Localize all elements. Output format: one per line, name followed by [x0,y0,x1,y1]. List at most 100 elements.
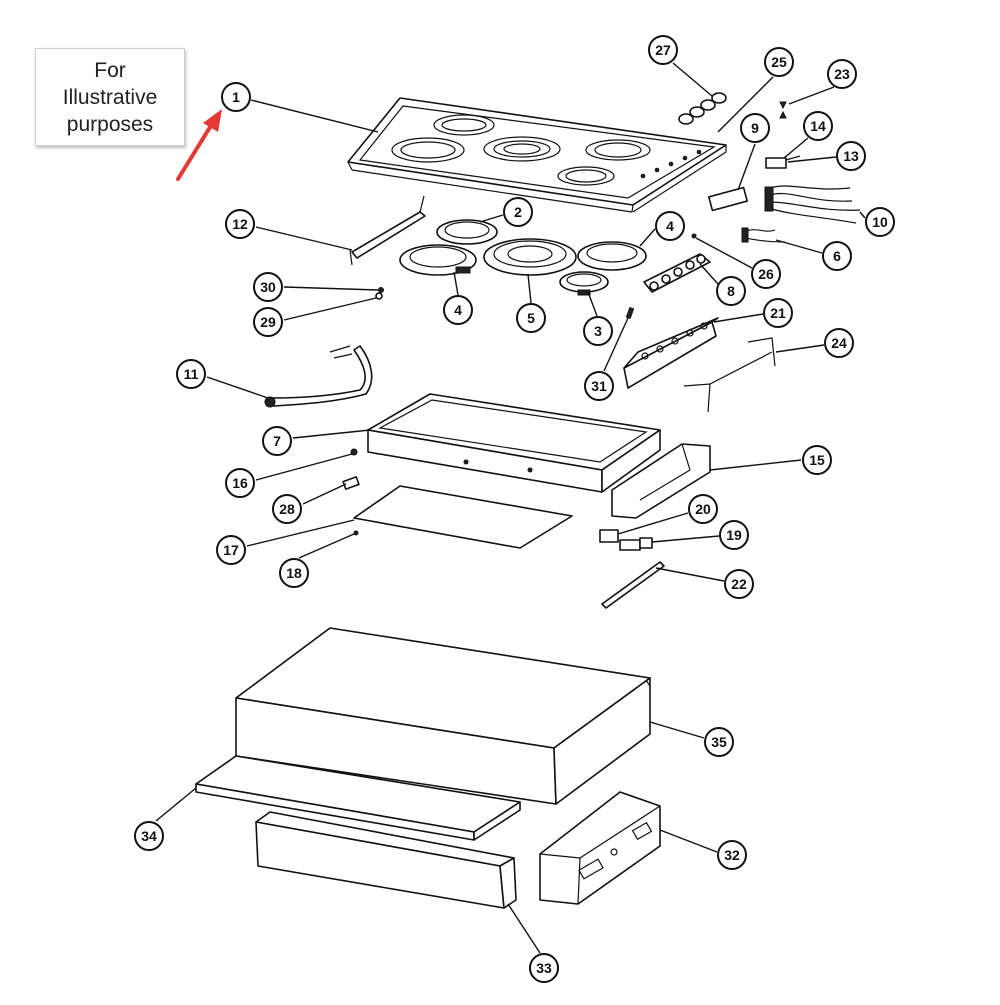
callout-number: 24 [831,335,847,351]
callout-11: 11 [176,359,206,389]
callout-29: 29 [253,307,283,337]
callout-33: 33 [529,953,559,983]
callout-circle [716,276,746,306]
callout-23: 23 [827,59,857,89]
front-trim [255,811,517,909]
cooktop-glass-top [347,97,727,213]
base-plate [195,755,521,841]
callout-circle [584,371,614,401]
callout-32: 32 [717,840,747,870]
callout-number: 5 [527,310,535,326]
callout-circle [225,468,255,498]
callout-circle [740,113,770,143]
small-electrical-parts [691,101,861,243]
callout-number: 3 [594,323,602,339]
callout-35: 35 [704,727,734,757]
callout-circle [443,295,473,325]
callout-circle [216,535,246,565]
callout-circle [516,303,546,333]
callout-number: 33 [536,960,552,976]
callout-circle [802,445,832,475]
note-line-3: purposes [66,112,154,136]
callout-number: 8 [727,283,735,299]
callout-circle [279,558,309,588]
callout-16: 16 [225,468,255,498]
callout-number: 22 [731,576,747,592]
callout-circle [688,494,718,524]
callout-1: 1 [221,82,251,112]
side-trim [539,791,661,905]
knob-rings [678,92,727,125]
callout-circle [253,307,283,337]
callout-circle [751,259,781,289]
callout-circle [824,328,854,358]
callout-circle [717,840,747,870]
callout-20: 20 [688,494,718,524]
callout-15: 15 [802,445,832,475]
callout-24: 24 [824,328,854,358]
callout-number: 14 [810,118,826,134]
callout-25: 25 [764,47,794,77]
callout-number: 35 [711,734,727,750]
callout-circle [764,47,794,77]
callout-circle [648,35,678,65]
callout-number: 18 [286,565,302,581]
callout-30: 30 [253,272,283,302]
callout-12: 12 [225,209,255,239]
callout-number: 9 [751,120,759,136]
callout-number: 28 [279,501,295,517]
callout-number: 29 [260,314,276,330]
callout-4: 4 [655,211,685,241]
callout-number: 20 [695,501,711,517]
callout-circle [719,520,749,550]
callout-number: 11 [184,366,199,382]
callout-number: 32 [724,847,740,863]
callout-number: 4 [454,302,462,318]
burner-box-frame [367,393,661,493]
callout-number: 16 [232,475,248,491]
callout-number: 30 [260,279,276,295]
note-line-1: For [94,58,126,82]
callout-circle [272,494,302,524]
callout-circle [827,59,857,89]
callout-number: 2 [514,204,522,220]
callout-circle [221,82,251,112]
callout-26: 26 [751,259,781,289]
callout-34: 34 [134,821,164,851]
callout-circle [503,197,533,227]
callout-8: 8 [716,276,746,306]
callout-circle [225,209,255,239]
side-panel [611,443,711,519]
outer-housing [235,627,651,805]
callout-circle [529,953,559,983]
callout-circle [253,272,283,302]
callout-2: 2 [503,197,533,227]
bottom-plate [353,485,573,549]
callout-3: 3 [583,316,613,346]
callout-circle [583,316,613,346]
callout-number: 19 [726,527,742,543]
callout-22: 22 [724,569,754,599]
callout-14: 14 [803,111,833,141]
callout-circle [724,569,754,599]
wire-harness [264,345,373,408]
callout-21: 21 [763,298,793,328]
callout-6: 6 [822,241,852,271]
callout-18: 18 [279,558,309,588]
callout-circle [704,727,734,757]
callout-number: 4 [666,218,674,234]
callout-number: 12 [232,216,248,232]
callout-number: 1 [232,89,240,105]
control-bracket [623,317,719,389]
callout-19: 19 [719,520,749,550]
callout-number: 31 [591,378,607,394]
callout-number: 21 [770,305,786,321]
callout-circle [176,359,206,389]
callout-circle [655,211,685,241]
indicator-arrow [176,109,222,181]
callout-number: 7 [273,433,281,449]
callout-28: 28 [272,494,302,524]
callout-number: 27 [655,42,671,58]
